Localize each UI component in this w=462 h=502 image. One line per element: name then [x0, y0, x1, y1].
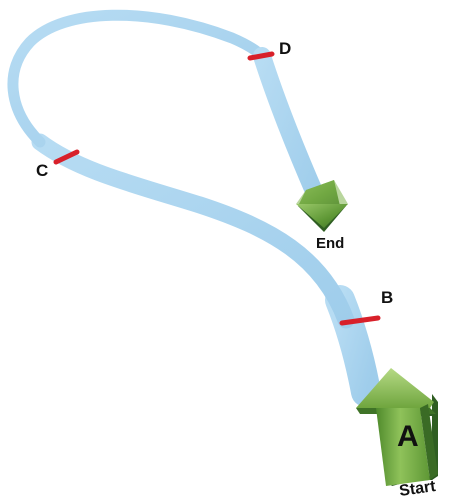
label-c: C [36, 161, 48, 180]
label-end: End [316, 235, 344, 252]
checkpoint-d-marker [247, 51, 275, 61]
checkpoint-c-marker [53, 149, 80, 165]
route-segment-d-end [253, 47, 325, 205]
label-a: A [397, 420, 419, 453]
label-d: D [279, 39, 291, 58]
checkpoint-markers [53, 51, 381, 326]
route-path [7, 9, 381, 407]
route-segment-c-d [7, 9, 268, 148]
label-b: B [381, 288, 393, 307]
label-start: Start [398, 478, 437, 500]
route-segment-b-c [31, 133, 355, 329]
checkpoint-b-marker [339, 315, 381, 326]
end-arrow-icon [296, 180, 348, 232]
start-arrow-icon [356, 368, 438, 486]
